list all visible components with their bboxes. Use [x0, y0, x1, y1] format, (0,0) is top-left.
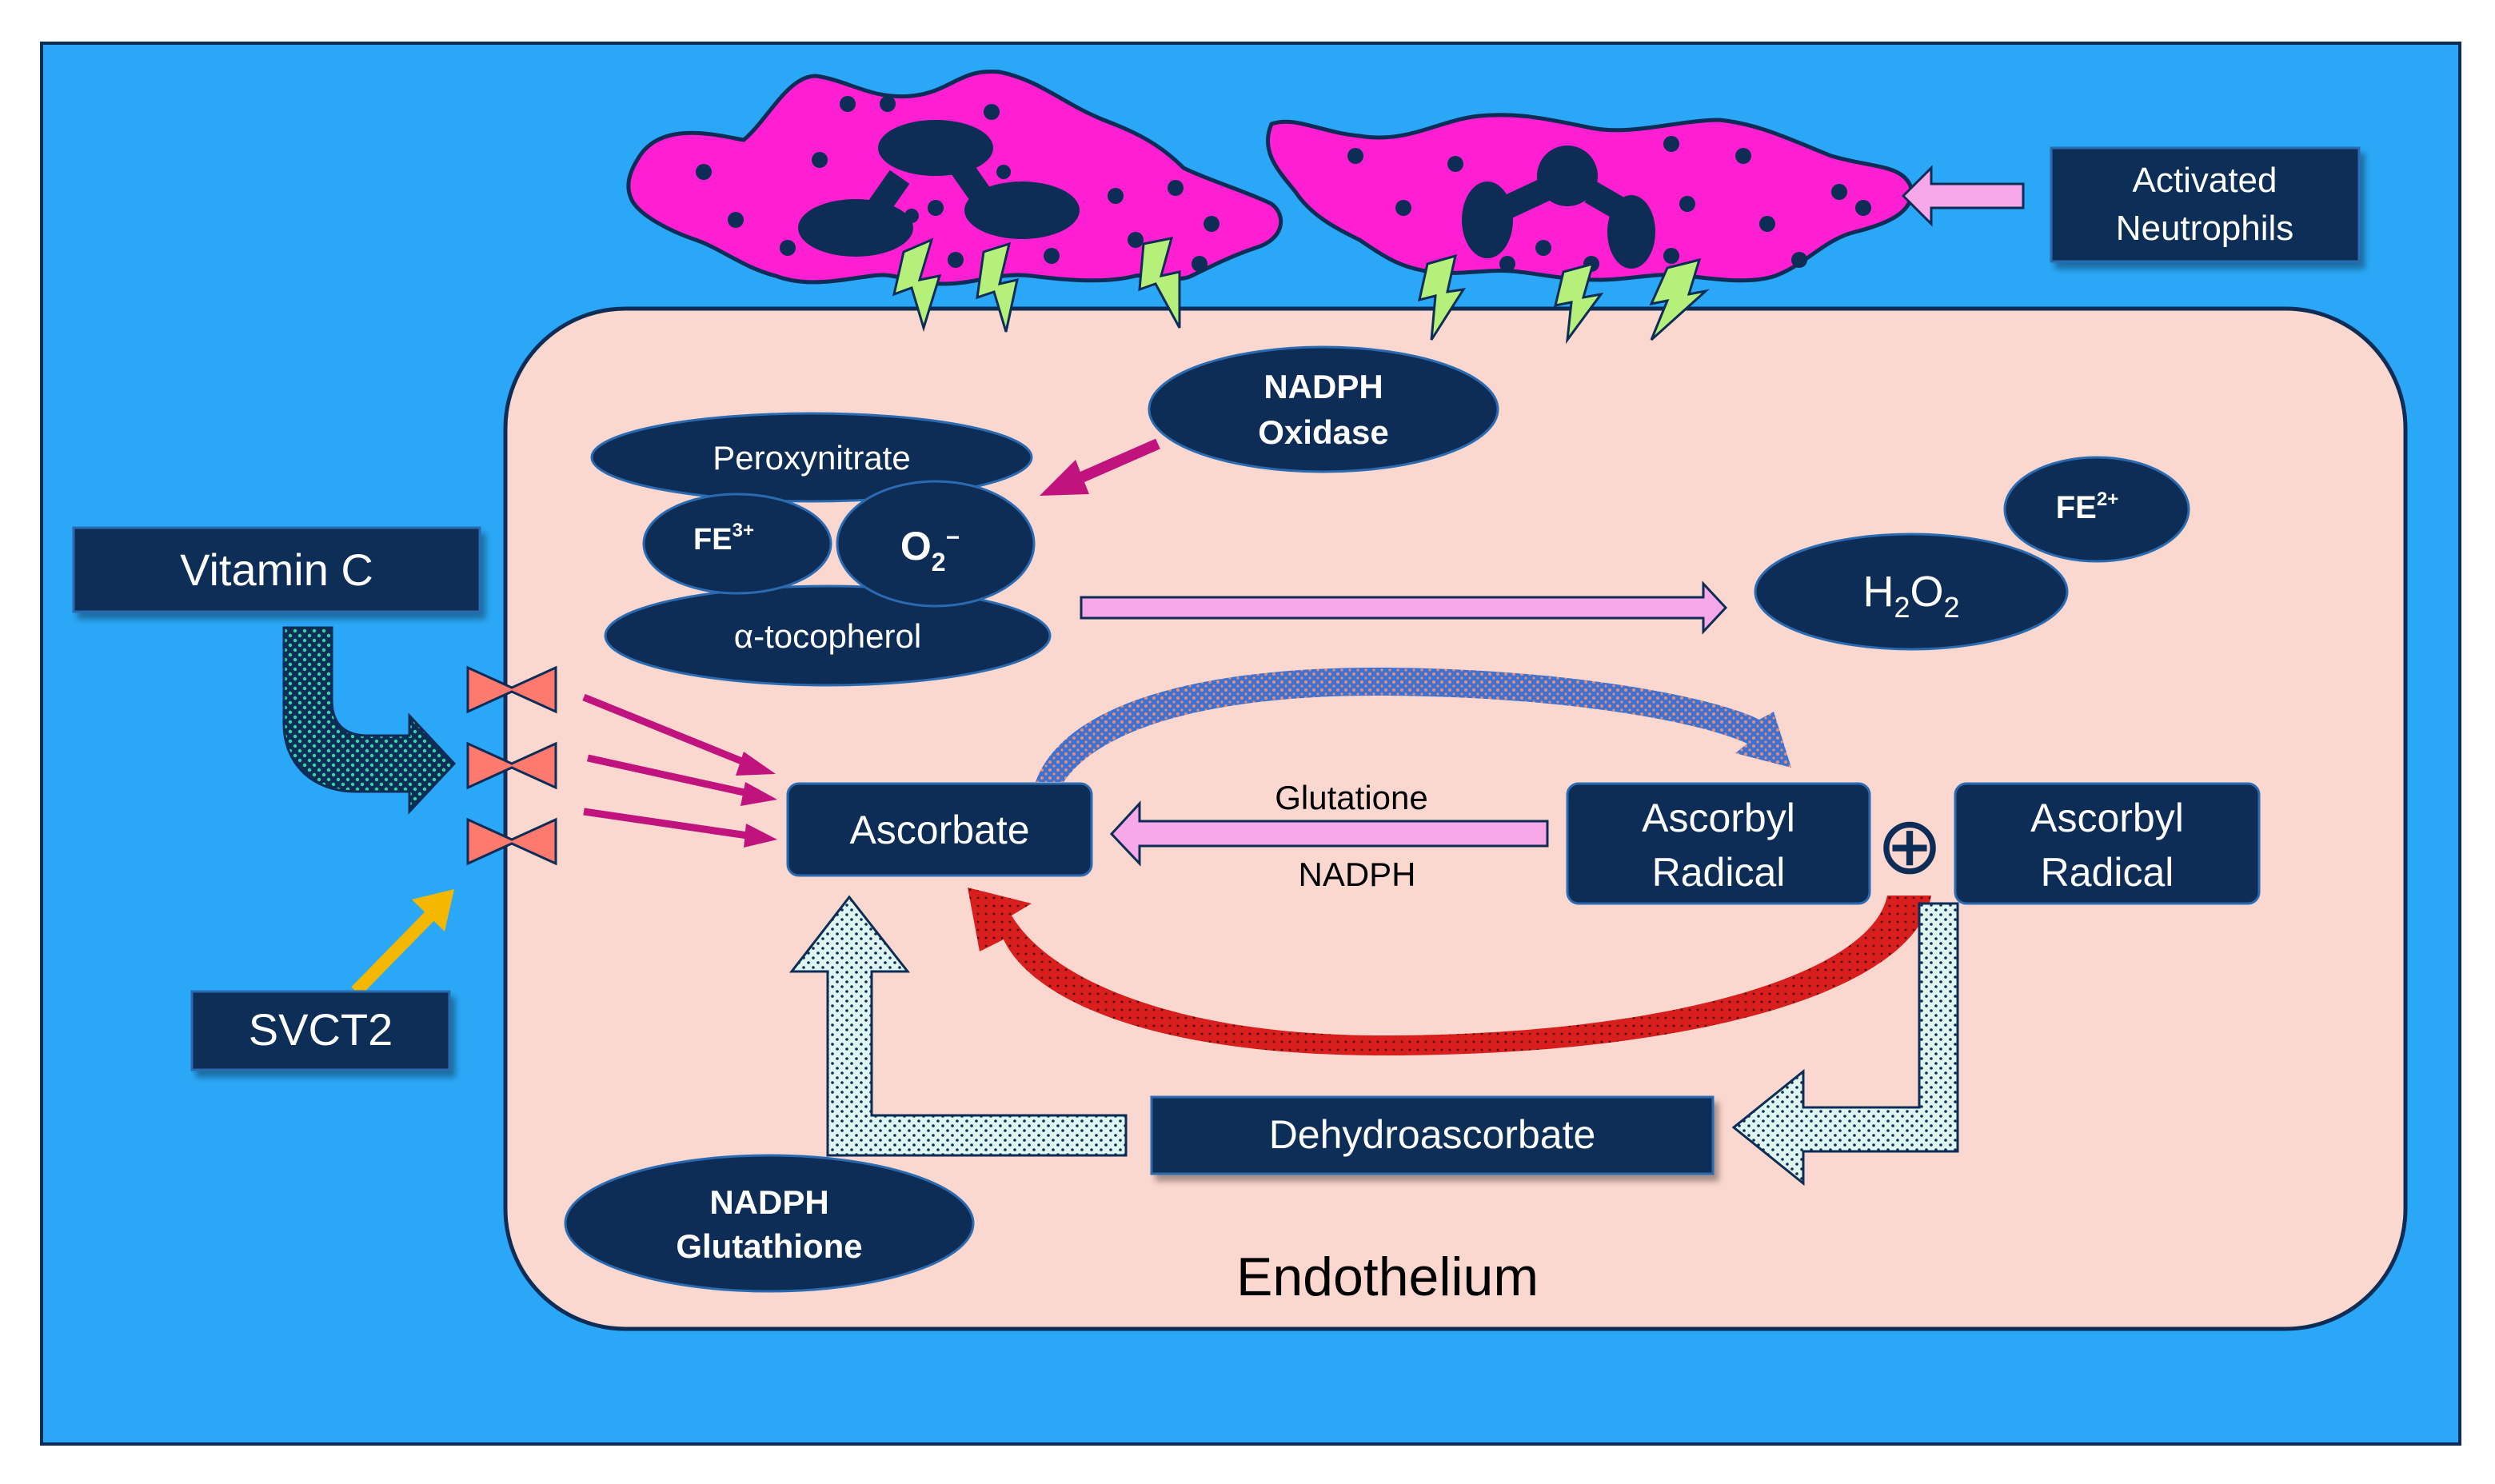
vitamin-c-arrow: [282, 626, 457, 815]
to-dehydroascorbate-arrow: [1731, 902, 1959, 1187]
ascorbyl-radical-2-line-2: Radical: [2041, 850, 2174, 895]
activated-neutrophils-label-1: Activated: [2133, 161, 2277, 200]
fe3-label: FE3+: [693, 520, 754, 556]
recycling-arc-arrow: [968, 888, 1931, 1055]
uptake-arrows: [582, 693, 777, 848]
to-ascorbate-arrow: [788, 895, 1128, 1157]
peroxynitrate-ellipse: [590, 412, 1033, 503]
o2-ellipse: [836, 480, 1036, 608]
svct2-label: SVCT2: [249, 1004, 393, 1055]
dehydroascorbate-box: [1150, 1095, 1715, 1175]
vitamin-c-box: [72, 526, 481, 613]
tocopherol-ellipse: [604, 584, 1052, 687]
lightning-bolts: [892, 237, 1711, 345]
nadph-label: NADPH: [1298, 856, 1415, 893]
h2o2-ellipse: [1754, 533, 2069, 651]
dehydroascorbate-label: Dehydroascorbate: [1269, 1112, 1596, 1157]
oxidation-arc-arrow: [1036, 668, 1791, 782]
tocopherol-label: α-tocopherol: [734, 617, 921, 655]
ascorbyl-radical-box-2: [1954, 782, 2261, 905]
ascorbyl-radical-1-line-2: Radical: [1652, 850, 1786, 895]
ascorbyl-radical-box-1: [1566, 782, 1871, 905]
neutrophil-1: [626, 69, 1283, 286]
svct2-arrow: [351, 889, 454, 996]
neutrophil-2: [1266, 113, 1914, 283]
activated-neutrophils-arrow: [1901, 165, 2025, 227]
ascorbate-label: Ascorbate: [849, 808, 1029, 852]
to-h2o2-arrow: [1080, 580, 1728, 635]
oxidase-to-peroxynitrate-arrow: [1040, 438, 1160, 496]
nadph-oxidase-label-1: NADPH: [1263, 368, 1383, 405]
fe2-label: FE2+: [2056, 489, 2119, 525]
h2o2-label: H2O2: [1862, 568, 1959, 624]
nadph-glutathione-label-1: NADPH: [709, 1183, 828, 1221]
nadph-oxidase-label-2: Oxidase: [1258, 413, 1388, 451]
nadph-glutathione-ellipse: [564, 1154, 975, 1293]
vitamin-c-label: Vitamin C: [180, 545, 373, 595]
nadph-glutathione-label-2: Glutathione: [676, 1227, 862, 1265]
ascorbyl-radical-2-line-1: Ascorbyl: [2030, 796, 2184, 840]
svct2-transporters: [466, 665, 557, 866]
plus-symbol: ⊕: [1876, 801, 1943, 891]
endothelium-label: Endothelium: [1236, 1247, 1539, 1307]
peroxynitrate-label: Peroxynitrate: [713, 439, 910, 477]
glutatione-label: Glutatione: [1275, 779, 1427, 816]
activated-neutrophils-label-2: Neutrophils: [2116, 209, 2294, 248]
o2-label: O2−: [900, 524, 960, 576]
nadph-oxidase-ellipse: [1148, 345, 1499, 473]
ascorbate-box: [786, 782, 1093, 877]
fe2-ellipse: [2003, 456, 2190, 563]
ascorbyl-radical-1-line-1: Ascorbyl: [1642, 796, 1795, 840]
fe3-ellipse: [642, 493, 832, 595]
svct2-box: [190, 990, 451, 1071]
reduction-arrow: [1109, 800, 1549, 867]
activated-neutrophils-box: [2050, 146, 2361, 263]
